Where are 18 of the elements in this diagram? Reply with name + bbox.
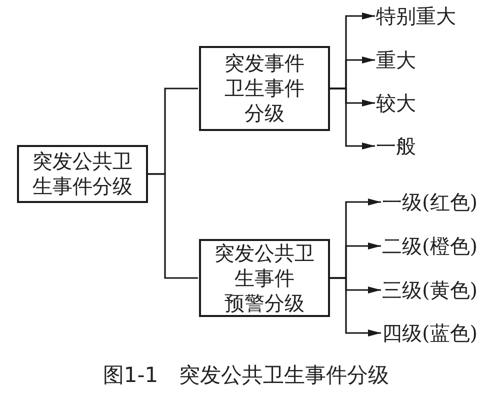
level-label: 三级(黄色)	[382, 277, 478, 303]
level-label: 特别重大	[376, 3, 456, 29]
connector-line	[148, 173, 198, 279]
box-label: 突发公共卫生事件分级	[32, 149, 132, 199]
arrow	[330, 88, 375, 150]
figure-caption: 图1-1 突发公共卫生事件分级	[102, 362, 390, 388]
box-label: 突发事件卫生事件分级	[224, 51, 304, 126]
process-box	[199, 239, 330, 317]
level-label: 二级(橙色)	[382, 233, 478, 259]
box-label: 突发公共卫生事件预警分级	[214, 240, 314, 316]
level-label: 一级(红色)	[382, 189, 478, 215]
level-label: 一般	[376, 133, 416, 159]
level-label: 四级(蓝色)	[382, 320, 478, 346]
process-box	[17, 145, 148, 203]
level-label: 重大	[376, 47, 416, 73]
process-box	[199, 46, 330, 131]
level-label: 较大	[376, 90, 416, 116]
arrow	[330, 277, 381, 336]
